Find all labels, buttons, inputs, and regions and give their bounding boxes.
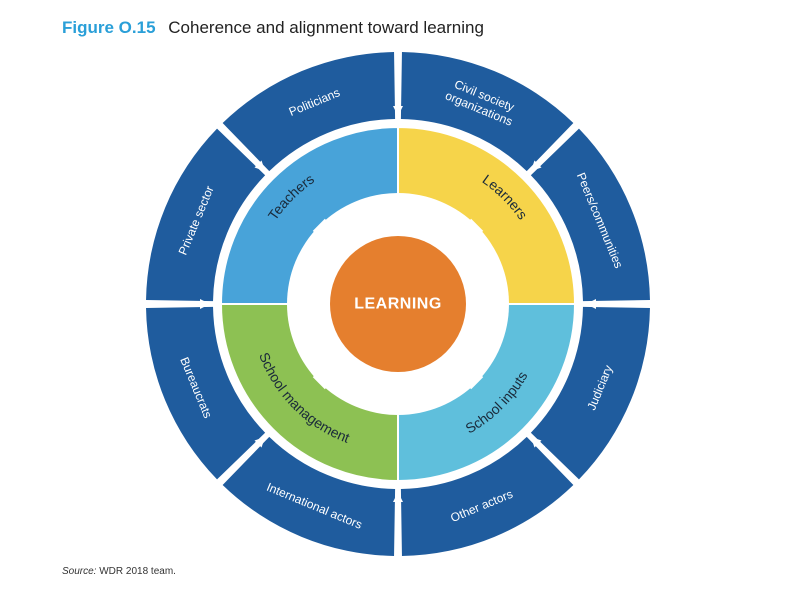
inward-arrow <box>530 124 578 172</box>
inward-arrow <box>218 436 266 484</box>
outer-segment <box>530 128 650 302</box>
outer-segment <box>146 128 266 302</box>
center-arrow <box>448 354 484 390</box>
learning-circle <box>330 236 466 372</box>
figure-number: Figure O.15 <box>62 18 156 37</box>
outer-segment <box>146 306 266 480</box>
outer-segment <box>222 52 396 172</box>
figure-heading: Figure O.15 Coherence and alignment towa… <box>62 18 484 38</box>
outer-segment <box>222 436 396 556</box>
outer-segment <box>400 436 574 556</box>
center-arrow <box>312 354 348 390</box>
source-label: Source: <box>62 566 97 577</box>
source-text: WDR 2018 team. <box>96 566 176 577</box>
figure-title: Coherence and alignment toward learning <box>168 18 484 37</box>
inward-arrow <box>218 124 266 172</box>
inner-arrows <box>312 218 484 390</box>
learning-label: LEARNING <box>354 296 442 313</box>
outer-ring <box>146 52 650 556</box>
center-arrow <box>448 218 484 254</box>
center-arrow <box>312 218 348 254</box>
source-note: Source: WDR 2018 team. <box>62 566 176 577</box>
outer-segment <box>400 52 574 172</box>
inward-arrow <box>530 436 578 484</box>
outer-arrows <box>145 51 651 557</box>
outer-segment <box>530 306 650 480</box>
